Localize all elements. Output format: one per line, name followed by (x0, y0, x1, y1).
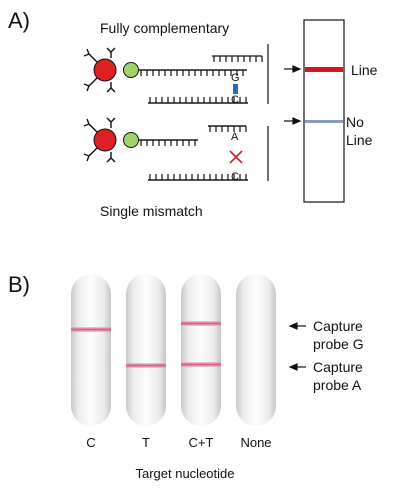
line-label: Line (351, 62, 378, 78)
test-strip (71, 274, 111, 426)
faint-no-line (305, 120, 343, 123)
strip-c-plus-t: C+T (181, 274, 221, 450)
panel-a: A) Fully complementary Single mismatch G… (8, 8, 378, 219)
strip-label: C (86, 435, 95, 450)
bottom-probe-base: A (231, 131, 239, 143)
bottom-capture-strand (148, 125, 269, 181)
capture-g-label-2: probe G (313, 336, 364, 352)
red-particle-icon (93, 58, 117, 82)
green-linker-icon (123, 62, 139, 78)
bottom-caption: Single mismatch (100, 203, 203, 219)
bottom-target-strand (148, 125, 248, 181)
strip-t: T (126, 274, 166, 450)
capture-a-label-2: probe A (313, 377, 362, 393)
bottom-particle-conjugate (83, 117, 139, 163)
strip-label: None (240, 435, 271, 450)
bottom-target-base: C (231, 171, 239, 183)
test-strip (181, 274, 221, 426)
mismatch-x-icon (229, 150, 243, 164)
match-pair-icon (233, 84, 238, 94)
strip-label: C+T (189, 435, 214, 450)
panel-b-label: B) (8, 272, 30, 297)
band-capture-g (71, 327, 111, 332)
strip-none: None (236, 274, 276, 450)
capture-a-label-1: Capture (313, 359, 363, 375)
strip-label: T (142, 435, 150, 450)
panel-a-label: A) (8, 8, 30, 33)
band-capture-a (126, 363, 166, 368)
top-particle-conjugate (83, 47, 139, 93)
bottom-antenna-icon (83, 117, 116, 163)
bottom-detection-probe-strand (139, 139, 198, 146)
no-line-label-2: Line (346, 132, 373, 148)
top-target-base: C (231, 94, 239, 106)
top-capture-strand (148, 44, 269, 104)
top-target-strand (148, 55, 263, 104)
strip-c: C (71, 274, 111, 450)
red-particle-icon (93, 128, 117, 152)
arrow-to-no-line-icon (284, 117, 302, 125)
arrow-to-line-icon (284, 65, 302, 73)
capture-g-label-1: Capture (313, 318, 363, 334)
x-axis-caption: Target nucleotide (135, 466, 234, 481)
no-line-label-1: No (346, 114, 364, 130)
arrow-capture-g-icon (288, 322, 306, 330)
top-detection-probe-strand (139, 69, 247, 76)
test-strip (236, 274, 276, 426)
arrow-capture-a-icon (288, 363, 306, 371)
green-linker-icon (123, 132, 139, 148)
top-probe-base: G (231, 72, 240, 84)
positive-line (305, 67, 343, 72)
test-strip-diagram (303, 19, 345, 203)
band-capture-g (181, 321, 221, 326)
top-antenna-icon (83, 47, 116, 93)
band-capture-a (181, 362, 221, 367)
top-caption: Fully complementary (100, 20, 229, 36)
panel-b: B) C T C+T None Capture probe G (8, 272, 364, 481)
test-strip (126, 274, 166, 426)
